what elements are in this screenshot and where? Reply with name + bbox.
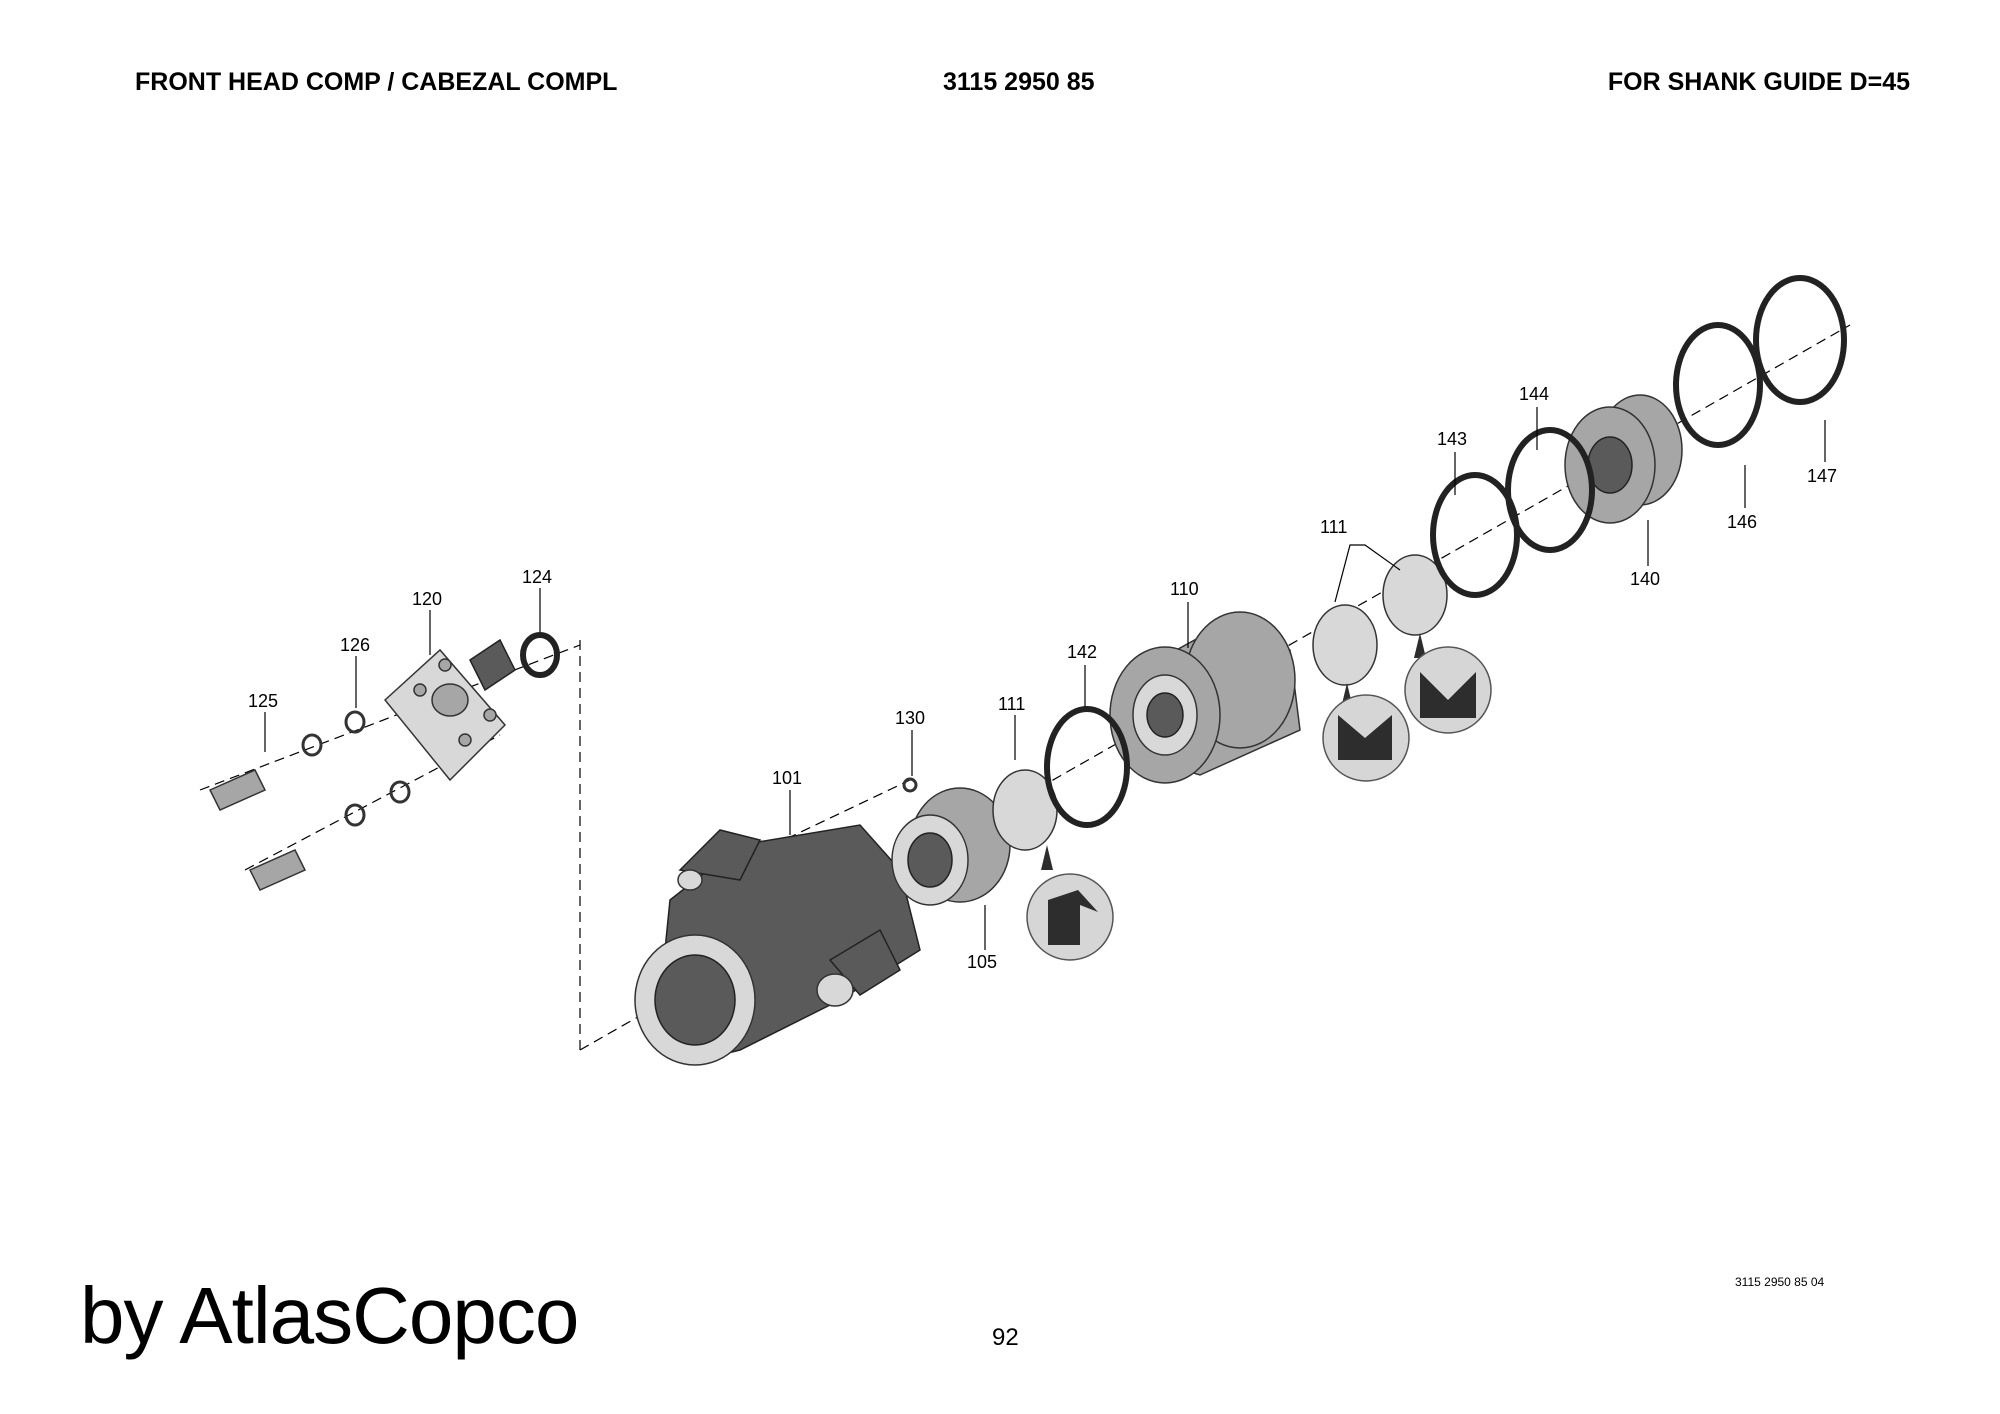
callout-130: 130: [895, 708, 925, 728]
main-sleeve: [1109, 611, 1301, 784]
bolts: [208, 769, 307, 891]
leader-111-pair: [1334, 544, 1401, 603]
o-ring-142: [1044, 706, 1130, 828]
o-ring-146: [1673, 322, 1763, 448]
callout-111-pair: 111: [1320, 517, 1347, 537]
callout-105: 105: [967, 952, 997, 972]
end-bushing: [1564, 394, 1683, 524]
callout-120: 120: [412, 589, 442, 609]
callout-144: 144: [1519, 384, 1549, 404]
assembly-axis-upper-bolts: [199, 644, 581, 791]
seal-detail-front: [1026, 845, 1114, 961]
o-ring-147: [1753, 275, 1847, 405]
callout-124: 124: [522, 567, 552, 587]
seal-ring-mid: [1312, 604, 1378, 686]
page-title: FRONT HEAD COMP / CABEZAL COMPL: [135, 68, 618, 96]
callout-147: 147: [1807, 466, 1837, 486]
callout-140: 140: [1630, 569, 1660, 589]
washers: [301, 710, 411, 827]
page-number: 92: [992, 1324, 1019, 1351]
callout-143: 143: [1437, 429, 1467, 449]
brand-text: by AtlasCopco: [80, 1271, 579, 1360]
o-ring-143: [1430, 472, 1520, 598]
callout-110: 110: [1170, 579, 1199, 599]
front-head-housing: [634, 824, 921, 1066]
callout-125: 125: [248, 691, 278, 711]
callout-101: 101: [772, 768, 802, 788]
callout-142: 142: [1067, 642, 1097, 662]
callout-146: 146: [1727, 512, 1757, 532]
callout-111-front: 111: [998, 694, 1025, 714]
seal-ring-rear: [1382, 554, 1448, 636]
o-ring-144: [1505, 427, 1595, 553]
small-plug: [902, 777, 918, 793]
flange-seal-ring: [520, 632, 560, 678]
bushing: [891, 787, 1011, 906]
part-number: 3115 2950 85: [943, 68, 1095, 96]
flange-plate: [383, 638, 516, 782]
seal-detail-rear: [1404, 633, 1492, 734]
callout-126: 126: [340, 635, 370, 655]
variant-note: FOR SHANK GUIDE D=45: [1607, 68, 1910, 96]
drawing-reference: 3115 2950 85 04: [1735, 1275, 1825, 1289]
seal-detail-mid: [1322, 683, 1410, 782]
